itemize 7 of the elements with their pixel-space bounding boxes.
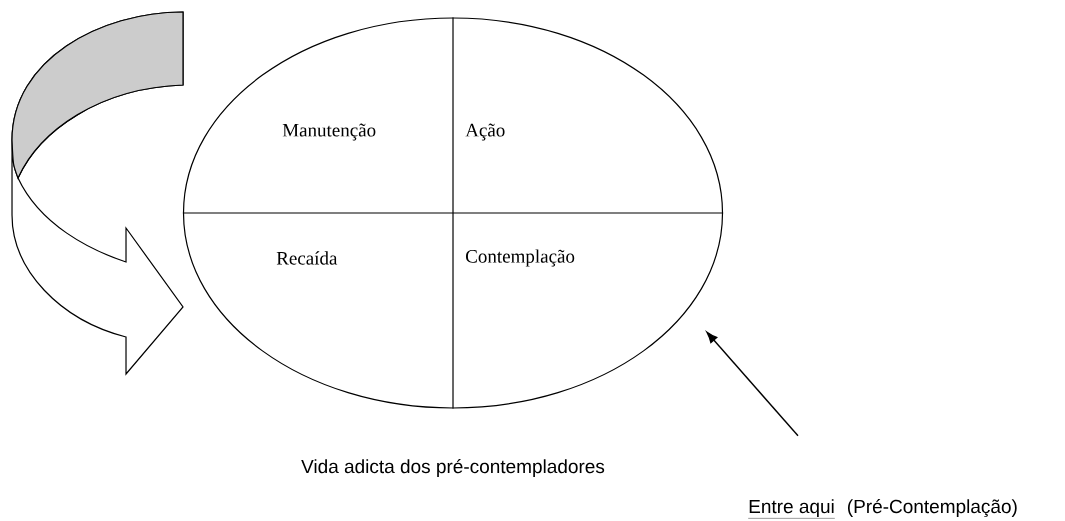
quadrant-label: Ação — [465, 123, 505, 141]
quadrant-label: Contemplação — [466, 249, 575, 267]
quadrant-label: Manutenção — [282, 123, 376, 141]
arrow — [706, 331, 799, 437]
quadrant-label: Recaída — [276, 251, 338, 265]
entry-label: Entre aqui (Pré-Contemplação) — [748, 499, 1017, 519]
node-label: Vida adicta dos pré-contempladores — [301, 459, 605, 477]
